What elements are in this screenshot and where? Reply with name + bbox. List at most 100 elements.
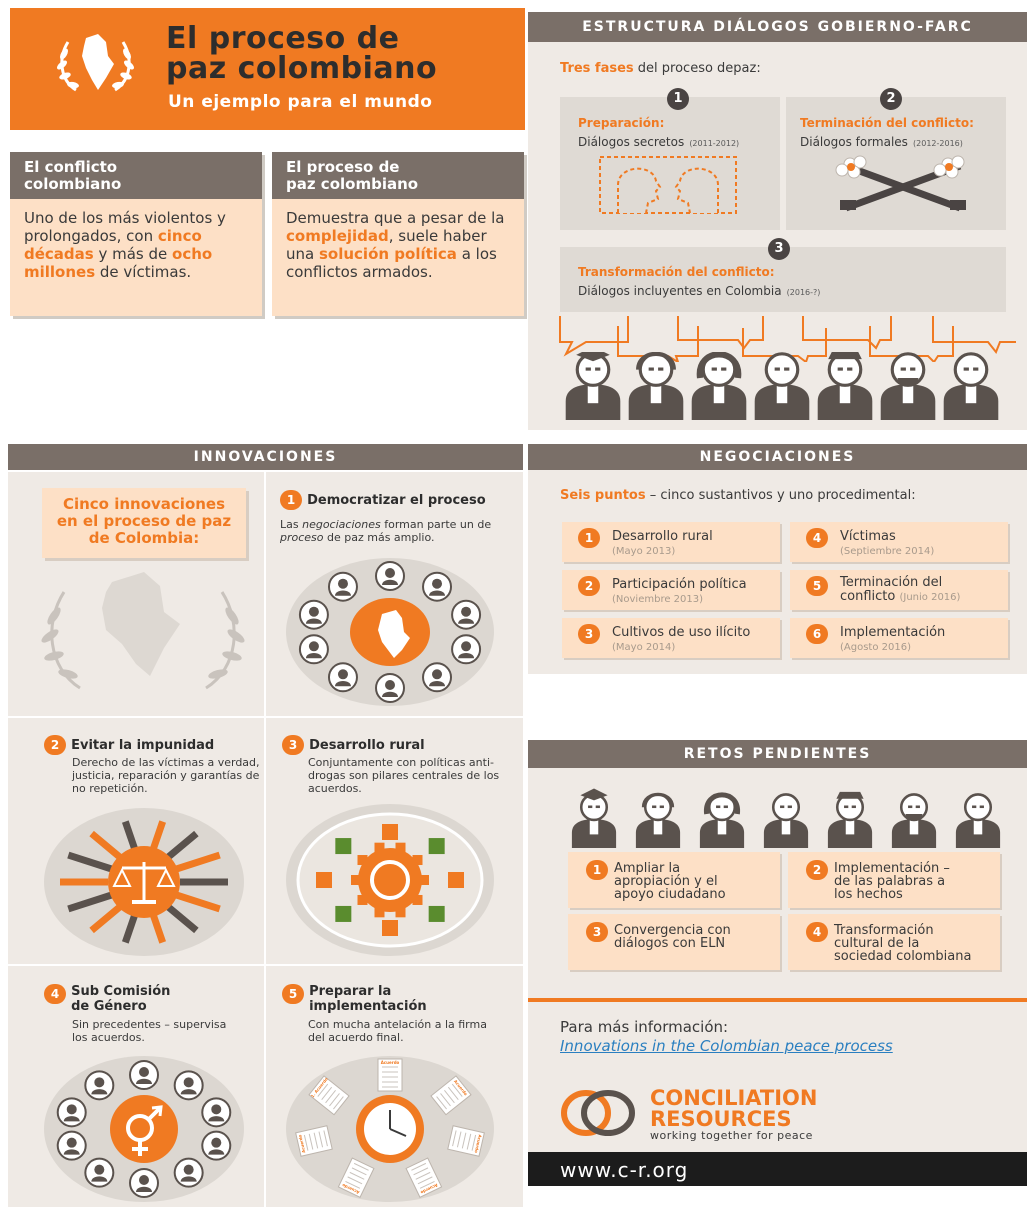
person-icon xyxy=(880,352,936,420)
peace-process-card: El proceso de paz colombiano Demuestra q… xyxy=(272,152,524,316)
speech-bubbles-illustration xyxy=(558,312,1018,366)
innovation-3-number: 3 xyxy=(282,735,304,755)
conciliation-resources-logo-icon xyxy=(560,1084,642,1146)
innovation-5-desc: Con mucha antelación a la firma del acue… xyxy=(308,1018,487,1044)
plant-node xyxy=(335,838,352,855)
peace-text-3: a los conflictos armados. xyxy=(286,245,497,281)
inn1-italic-2: proceso xyxy=(280,531,324,544)
innovation-1-heading: 1 Democratizar el proceso xyxy=(280,489,486,510)
peace-card-heading: El proceso de paz colombiano xyxy=(272,152,524,199)
arrow-ray xyxy=(164,830,199,862)
innovation-2-number: 2 xyxy=(44,735,66,755)
conflict-text-2: y más de xyxy=(93,245,173,263)
footer-divider xyxy=(528,998,1027,1002)
gender-circle xyxy=(44,1056,244,1202)
arrow-ray xyxy=(175,851,221,873)
reto-number: 1 xyxy=(586,860,608,880)
negotiation-point-number: 1 xyxy=(578,528,600,548)
url-bar xyxy=(528,1152,1027,1186)
democratize-circle xyxy=(286,558,494,706)
website-url-link[interactable]: www.c-r.org xyxy=(560,1158,689,1182)
arrow-ray xyxy=(89,902,124,934)
plant-node xyxy=(428,838,445,855)
negociaciones-intro-rest: – cinco sustantivos y uno procedimental: xyxy=(645,488,916,503)
phase-1-number: 1 xyxy=(667,88,689,110)
inn4-title-line-1: Sub Comisión xyxy=(71,984,171,999)
gear-icon xyxy=(358,848,422,912)
page-subtitle: Un ejemplo para el mundo xyxy=(168,92,433,112)
innovation-1-title: Democratizar el proceso xyxy=(307,493,486,508)
inn1-text-1: Las xyxy=(280,518,303,531)
phase-2-desc-text: Diálogos formales xyxy=(800,135,908,149)
peace-heading-line-2: paz colombiano xyxy=(286,175,419,193)
document-icon: Acuerdo xyxy=(430,1075,472,1116)
conflict-highlight-decades: cinco décadas xyxy=(24,227,202,263)
negotiation-point-1: 1 Desarrollo rural (Mayo 2013) xyxy=(562,522,780,562)
more-info-link[interactable]: Innovations in the Colombian peace proce… xyxy=(560,1037,893,1055)
reto-label-line-3: apoyo ciudadano xyxy=(614,887,726,902)
estructura-intro: Tres fases del proceso depaz: xyxy=(560,61,761,76)
negociaciones-intro: Seis puntos – cinco sustantivos y uno pr… xyxy=(560,488,916,503)
org-name: CONCILIATION RESOURCES xyxy=(650,1088,817,1130)
reto-label-line-1: Ampliar la xyxy=(614,861,681,876)
document-icon: 1. Acuerdo xyxy=(308,1075,350,1116)
innovaciones-header: INNOVACIONES xyxy=(8,444,523,470)
citizens-row-illustration xyxy=(560,346,1006,424)
negotiation-point-label: Terminación del conflicto xyxy=(840,575,943,604)
retos-citizens-illustration xyxy=(566,788,1002,852)
conflict-card-heading: El conflicto colombiano xyxy=(10,152,262,199)
reto-label-line-3: los hechos xyxy=(834,887,903,902)
phase-3-title: Transformación del conflicto: xyxy=(578,265,775,279)
reto-label-line-1: Transformación xyxy=(834,923,934,938)
negotiation-point-number: 5 xyxy=(806,576,828,596)
page-title: El proceso de paz colombiano xyxy=(166,24,516,84)
phase-3-desc-text: Diálogos incluyentes en Colombia xyxy=(578,284,782,298)
document-icon: Acuerdo xyxy=(377,1058,403,1092)
person-icon xyxy=(754,352,810,420)
conflict-heading-line-2: colombiano xyxy=(24,175,122,193)
phase-2-desc: Diálogos formales (2012-2016) xyxy=(800,131,963,150)
negociaciones-header: NEGOCIACIONES xyxy=(528,444,1027,470)
reto-label-line-2: cultural de la xyxy=(834,936,920,951)
innovation-3-heading: 3 Desarrollo rural xyxy=(282,734,425,755)
document-icon: Acuerdo xyxy=(447,1125,485,1157)
arrow-ray xyxy=(175,891,221,913)
conflict-highlight-millions: ocho millones xyxy=(24,245,213,281)
phase-1-years: (2011-2012) xyxy=(689,139,740,148)
innovation-2-heading: 2 Evitar la impunidad xyxy=(44,734,214,755)
person-icon xyxy=(628,351,684,420)
negotiation-point-date: (Mayo 2013) xyxy=(612,546,676,557)
innovation-5-number: 5 xyxy=(282,984,304,1004)
plant-node xyxy=(316,872,332,888)
plant-node xyxy=(382,920,398,936)
peace-text-1: Demuestra que a pesar de la xyxy=(286,209,505,227)
arrow-ray xyxy=(89,830,124,862)
rural-development-circle xyxy=(286,804,494,956)
org-tagline: working together for peace xyxy=(650,1129,813,1142)
innovations-intro: Cinco innovaciones en el proceso de paz … xyxy=(42,488,246,558)
negotiation-point-date: (Agosto 2016) xyxy=(840,642,911,653)
person-icon xyxy=(571,788,617,848)
negociaciones-intro-highlight: Seis puntos xyxy=(560,488,646,503)
person-icon xyxy=(565,346,621,420)
estructura-header: ESTRUCTURA DIÁLOGOS GOBIERNO-FARC xyxy=(528,12,1027,42)
negotiation-point-label: Participación política xyxy=(612,577,747,592)
retos-header: RETOS PENDIENTES xyxy=(528,740,1027,768)
person-icon xyxy=(817,350,873,420)
negotiation-point-label: Implementación xyxy=(840,625,946,640)
plant-node xyxy=(335,905,352,922)
title-line-1: El proceso de xyxy=(166,21,400,56)
negotiation-point-label: Desarrollo rural xyxy=(612,529,713,544)
person-icon xyxy=(943,352,999,420)
reto-number: 3 xyxy=(586,922,608,942)
phase-2-title: Terminación del conflicto: xyxy=(800,116,974,130)
